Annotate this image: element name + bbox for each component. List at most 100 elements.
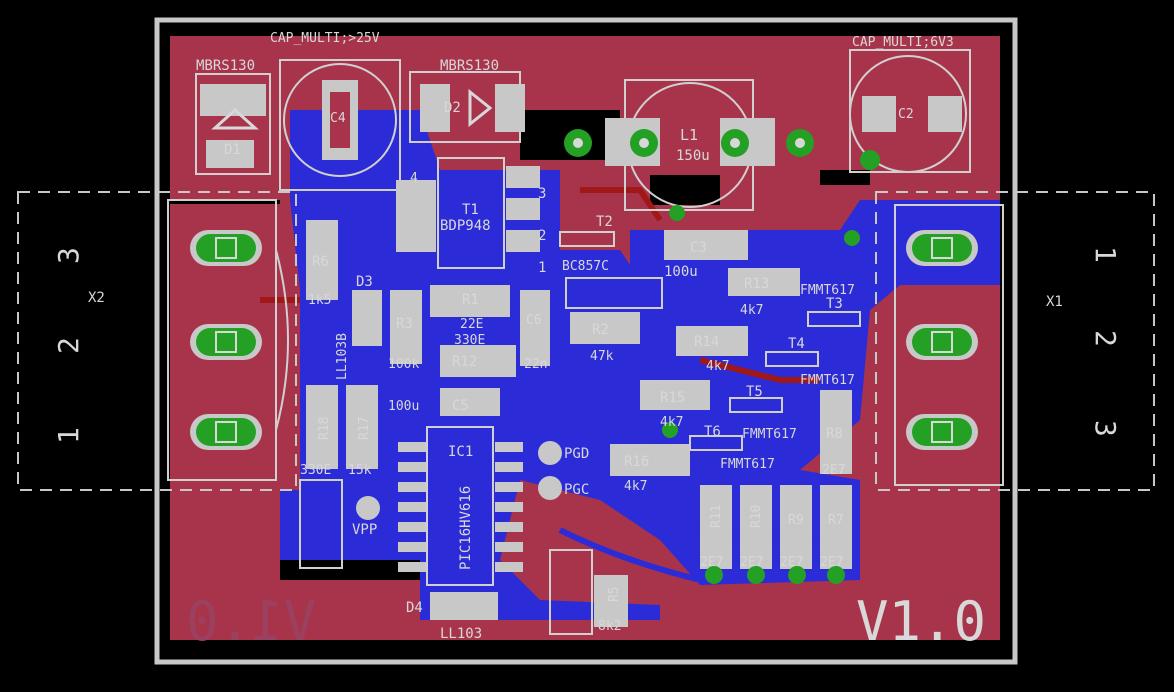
label-c5-value: 100u [388, 399, 419, 414]
label-r18: R18 [317, 417, 332, 440]
label-r6-value: 1k5 [308, 293, 331, 308]
label-vpp: VPP [352, 522, 377, 538]
ic-ic1 [398, 426, 523, 586]
transistor-t1 [396, 157, 540, 269]
label-mbrs130-a: MBRS130 [196, 58, 255, 74]
inductor-l1 [564, 79, 814, 221]
version-label-top: V1.0 [856, 590, 986, 653]
label-r5: R5 [607, 586, 622, 602]
label-ic1-value: PIC16HV616 [458, 486, 474, 570]
label-x1-pin3: 3 [1089, 420, 1122, 437]
label-r11-value: 2E7 [700, 555, 723, 570]
label-r12: R12 [452, 354, 477, 370]
capacitor-c4 [279, 59, 401, 191]
label-r13-value: 4k7 [740, 303, 763, 318]
label-r5-value: 8k2 [598, 619, 621, 634]
label-x1-pin2: 2 [1089, 330, 1122, 347]
label-r14-value: 4k7 [706, 359, 729, 374]
label-c3-value: 100u [664, 264, 698, 280]
label-x2-pin1: 1 [52, 427, 85, 444]
diode-d1 [195, 73, 271, 175]
label-r3: R3 [396, 316, 413, 332]
capacitor-c2 [849, 49, 971, 173]
label-x1: X1 [1046, 294, 1063, 310]
smd-parts [306, 220, 852, 627]
label-c6: C6 [526, 313, 542, 328]
label-t6: T6 [704, 424, 721, 440]
label-t3: T3 [826, 296, 843, 312]
label-r13: R13 [744, 276, 769, 292]
connector-x2 [17, 191, 297, 491]
label-t2: T2 [596, 214, 613, 230]
label-r2: R2 [592, 322, 609, 338]
label-t1-pin1: 1 [538, 260, 546, 276]
label-t5-value: FMMT617 [742, 427, 797, 442]
label-r7: R7 [828, 513, 844, 528]
board-outline [154, 17, 1018, 665]
label-r16-value: 4k7 [624, 479, 647, 494]
label-r3-value: 100k [388, 357, 419, 372]
label-d2: D2 [444, 100, 461, 116]
label-mbrs130-b: MBRS130 [440, 58, 499, 74]
label-cap-multi-25v: CAP_MULTI;>25V [270, 31, 380, 46]
label-x2-pin2: 2 [52, 337, 85, 354]
version-label-bottom: V1.0 [186, 590, 316, 653]
label-r14: R14 [694, 334, 719, 350]
label-x1-pin1: 1 [1089, 246, 1122, 263]
label-t1: T1 [462, 202, 479, 218]
label-d4: D4 [406, 600, 423, 616]
label-t1-pin4: 4 [410, 171, 418, 186]
connector-x1 [875, 191, 1155, 491]
label-cap-multi-6v3: CAP_MULTI;6V3 [852, 35, 954, 50]
diode-d2 [409, 71, 525, 143]
label-pgd: PGD [564, 446, 589, 462]
label-x2: X2 [88, 290, 105, 306]
label-c2: C2 [898, 107, 914, 122]
label-c5: C5 [452, 398, 469, 414]
label-t1-value: BDP948 [440, 218, 491, 234]
label-d3: D3 [356, 274, 373, 290]
label-t4-value: FMMT617 [800, 373, 855, 388]
label-r8: R8 [826, 426, 843, 442]
label-r9: R9 [788, 513, 804, 528]
label-r8-value: 2E7 [822, 463, 845, 478]
label-r16: R16 [624, 454, 649, 470]
label-t5: T5 [746, 384, 763, 400]
label-r10-value: 2E7 [740, 555, 763, 570]
label-d4-value: LL103 [440, 626, 482, 642]
label-t1-pin3: 3 [538, 186, 546, 202]
label-c6-value: 22n [524, 357, 547, 372]
label-t4: T4 [788, 336, 805, 352]
label-t2-value: BC857C [562, 259, 609, 274]
label-r12-value: 330E [454, 333, 485, 348]
label-r7-value: 2E7 [820, 555, 843, 570]
label-r17-value: 15k [348, 463, 372, 478]
label-d1: D1 [224, 142, 241, 158]
label-x2-pin3: 3 [52, 247, 85, 264]
label-r1-value: 22E [460, 317, 483, 332]
label-ic1: IC1 [448, 444, 473, 460]
label-c4: C4 [330, 111, 346, 126]
small-transistors [299, 231, 861, 635]
label-r6: R6 [312, 254, 329, 270]
label-t3-value: FMMT617 [800, 283, 855, 298]
label-t1-pin2: 2 [538, 228, 546, 244]
label-c3: C3 [690, 240, 707, 256]
label-r1: R1 [462, 292, 479, 308]
label-r10: R10 [749, 505, 764, 528]
label-pgc: PGC [564, 482, 589, 498]
vias [662, 230, 860, 584]
silkscreen-labels: CAP_MULTI;>25V CAP_MULTI;6V3 MBRS130 MBR… [52, 31, 1122, 653]
label-r17: R17 [357, 417, 372, 440]
label-r11: R11 [709, 505, 724, 528]
test-pads [356, 441, 562, 520]
label-r15: R15 [660, 390, 685, 406]
label-r15-value: 4k7 [660, 415, 683, 430]
label-d3-value: LL103B [335, 333, 350, 380]
label-l1-value: 150u [676, 148, 710, 164]
label-r9-value: 2E7 [780, 555, 803, 570]
label-r18-value: 330E [300, 463, 331, 478]
label-l1: L1 [680, 126, 698, 144]
label-r2-value: 47k [590, 349, 614, 364]
